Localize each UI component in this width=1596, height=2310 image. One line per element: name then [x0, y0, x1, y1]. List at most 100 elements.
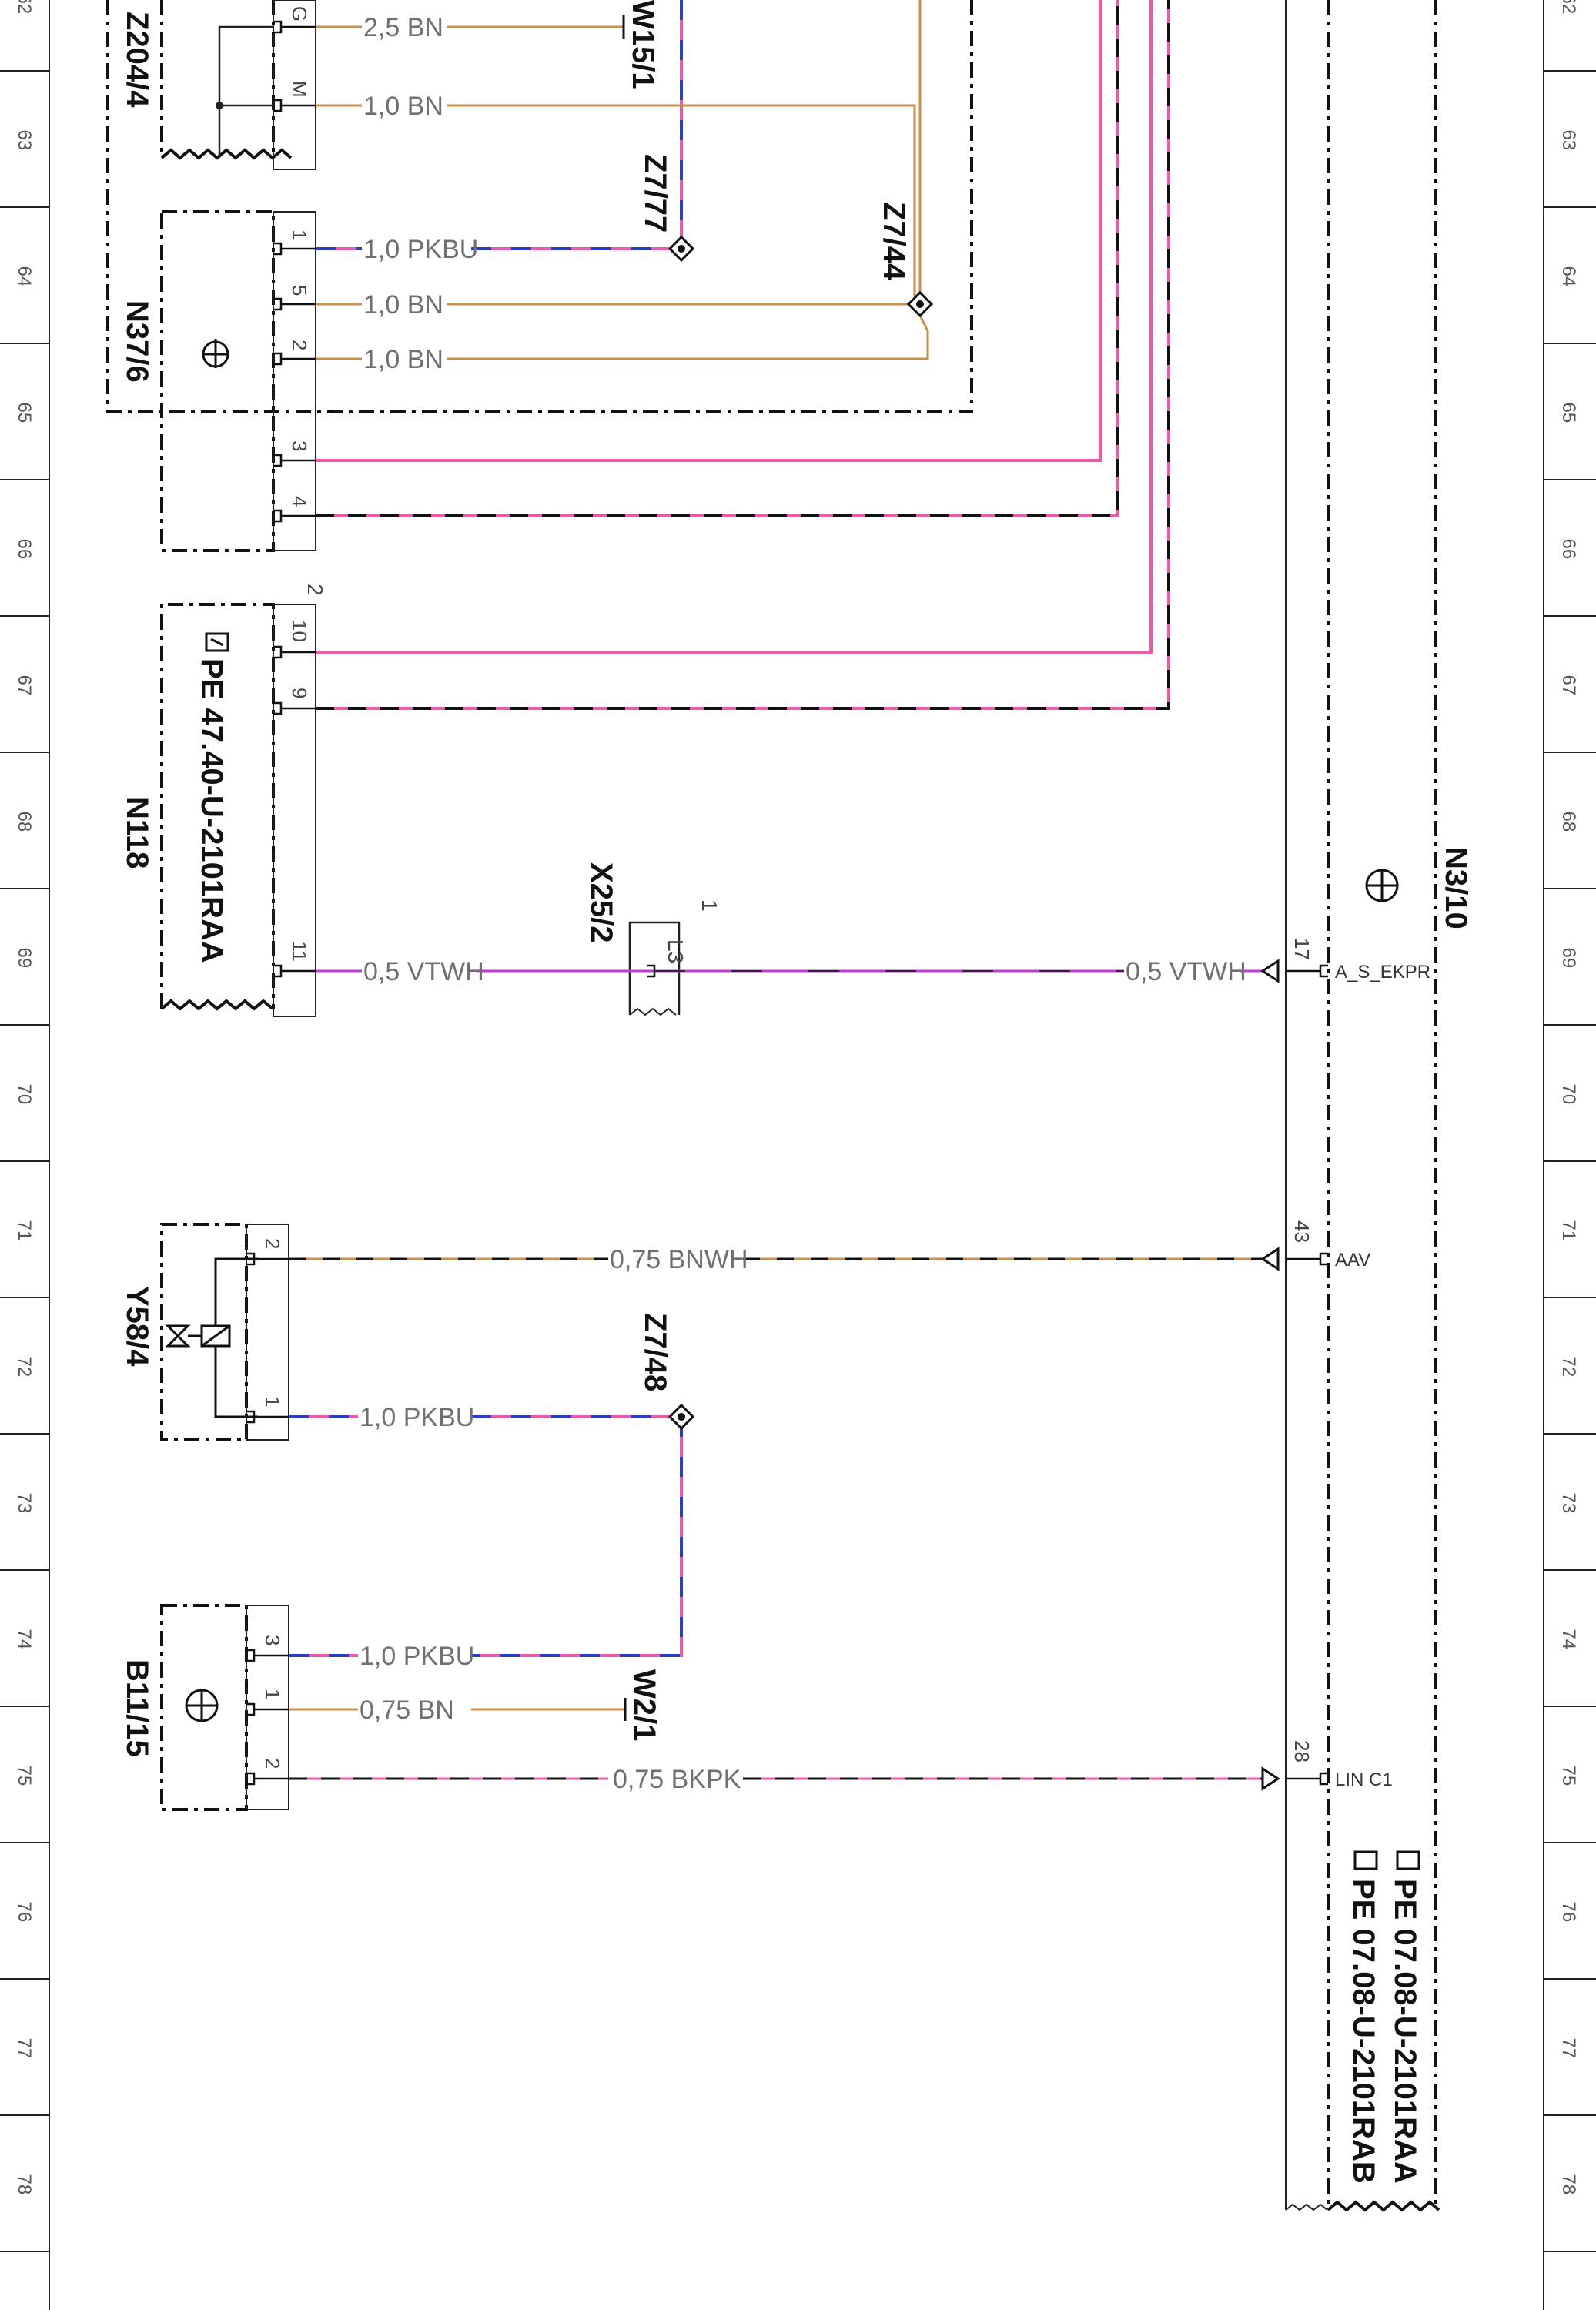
label-z7-48: Z7/48	[638, 1313, 672, 1391]
ruler-row-right: 75	[1558, 1766, 1579, 1786]
pin-signals: A_S_EKPR AAV LIN C1	[1335, 962, 1430, 1790]
ruler-row-left: 70	[14, 1084, 35, 1105]
pin-b11-2: 2	[261, 1758, 284, 1769]
ruler	[49, 0, 1544, 2310]
ruler-row-right: 74	[1558, 1629, 1579, 1650]
ruler-row-right: 78	[1558, 2174, 1579, 2195]
pin-n3-17: 17	[1290, 938, 1313, 960]
wire-label-b11-1: 0,75 BN	[360, 1696, 454, 1725]
sensor-symbol-icon	[202, 339, 229, 368]
pin-y58-1: 1	[261, 1396, 284, 1407]
pin-n3-43: 43	[1290, 1220, 1313, 1243]
pin-n37-1: 1	[288, 229, 311, 240]
pin-n37-4: 4	[288, 496, 311, 507]
pin-n3-28: 28	[1290, 1740, 1313, 1763]
wire-label-y58-1: 1,0 PKBU	[360, 1403, 474, 1432]
ruler-row-left: 69	[14, 948, 35, 969]
splice-diamonds	[668, 235, 934, 1431]
component-n118	[160, 603, 316, 1017]
ruler-row-left: 68	[14, 812, 35, 832]
component-y58-4	[160, 1223, 289, 1441]
ruler-row-left: 76	[14, 1902, 35, 1923]
ruler-row-left: 75	[14, 1766, 35, 1786]
ruler-row-right: 62	[1558, 0, 1579, 14]
ruler-row-left: 77	[14, 2038, 35, 2059]
pin-n118-11: 11	[288, 941, 311, 962]
label-z7-77: Z7/77	[638, 154, 672, 233]
signal-n3-43: AAV	[1335, 1250, 1370, 1270]
pin-n118-2: 2	[303, 584, 327, 596]
wire-b11-1	[289, 1698, 627, 1721]
component-n3-10	[1285, 0, 1440, 2212]
wire-labels: 2,5 BN 1,0 BN 1,0 PKBU 1,0 BN 1,0 BN 0,5…	[360, 13, 1246, 1794]
sensor-symbol-icon	[185, 1689, 219, 1722]
pin-b11-3: 3	[261, 1635, 284, 1645]
label-n3-10-ref-b: PE 07.08-U-2101RAB	[1347, 1879, 1380, 2184]
wire-n118-9	[316, 0, 1170, 710]
pin-y58-2: 2	[261, 1238, 284, 1249]
ruler-row-left: 65	[14, 403, 35, 424]
wire-n118-10	[316, 0, 1153, 654]
label-n3-10: N3/10	[1439, 847, 1473, 929]
label-w15-1: W15/1	[626, 0, 660, 89]
pin-z204-g: G	[288, 6, 311, 22]
ruler-row-right: 77	[1558, 2038, 1579, 2059]
wire-label-n37-5: 1,0 BN	[363, 290, 443, 320]
pin-n118-10: 10	[288, 620, 311, 642]
pin-z204-m: M	[288, 81, 311, 98]
label-n3-10-ref-a: PE 07.08-U-2101RAA	[1388, 1879, 1422, 2184]
signal-arrows	[1260, 959, 1280, 1791]
wire-n37-2	[316, 303, 929, 360]
wire-z7-48-trunk	[289, 1417, 683, 1657]
ruler-row-right: 71	[1558, 1220, 1579, 1241]
label-z204-4: Z204/4	[120, 12, 154, 108]
component-b11-15	[160, 1604, 289, 1811]
wire-label-n3-17: 0,5 VTWH	[1126, 957, 1246, 986]
splice-z7-77-icon	[668, 235, 695, 263]
label-z7-44: Z7/44	[877, 202, 911, 281]
label-x25-2: X25/2	[584, 862, 618, 943]
splice-z7-48-icon	[668, 1403, 695, 1431]
ruler-row-left: 74	[14, 1629, 35, 1650]
ruler-row-left: 63	[14, 130, 35, 151]
ruler-row-right: 64	[1558, 266, 1579, 287]
component-n37-6	[160, 210, 316, 552]
pin-n37-2: 2	[288, 340, 311, 350]
ruler-row-left: 78	[14, 2174, 35, 2195]
ruler-row-left: 71	[14, 1220, 35, 1241]
solenoid-valve-icon	[165, 1257, 258, 1418]
ruler-row-left: 64	[14, 266, 35, 287]
wire-label-n37-2: 1,0 BN	[363, 345, 443, 374]
wire-label-y58-2: 0,75 BNWH	[610, 1245, 748, 1274]
wire-z204-g	[316, 15, 625, 38]
pin-n37-3: 3	[288, 440, 311, 451]
ruler-row-right: 72	[1558, 1357, 1579, 1378]
pin-n37-5: 5	[288, 285, 311, 296]
label-n118: N118	[120, 797, 154, 869]
pin-n118-9: 9	[288, 688, 311, 698]
reference-pointer-icon	[205, 632, 229, 652]
ruler-row-right: 65	[1558, 403, 1579, 424]
ruler-row-left: 67	[14, 675, 35, 696]
wire-n37-3	[316, 0, 1102, 462]
label-n37-6: N37/6	[120, 300, 154, 383]
wire-label-b11-3: 1,0 PKBU	[360, 1642, 474, 1671]
wire-label-z204-m: 1,0 BN	[363, 92, 443, 121]
wires	[289, 0, 1263, 1780]
wire-label-n118-11: 0,5 VTWH	[363, 957, 484, 986]
ruler-row-right: 63	[1558, 130, 1579, 151]
wire-label-b11-2: 0,75 BKPK	[613, 1765, 741, 1794]
ruler-row-left: 72	[14, 1357, 35, 1378]
sensor-symbol-icon	[1365, 869, 1399, 902]
ruler-row-left: 62	[14, 0, 35, 14]
wire-label-n37-1: 1,0 PKBU	[363, 235, 478, 264]
ruler-row-right: 68	[1558, 812, 1579, 832]
ruler-row-left: 66	[14, 539, 35, 560]
pin-terminals	[246, 20, 1328, 1786]
ruler-row-left: 73	[14, 1493, 35, 1514]
label-b11-15: B11/15	[120, 1659, 154, 1757]
signal-n3-17: A_S_EKPR	[1335, 962, 1430, 983]
component-z204-4	[160, 0, 316, 170]
label-y58-4: Y58/4	[120, 1286, 154, 1367]
